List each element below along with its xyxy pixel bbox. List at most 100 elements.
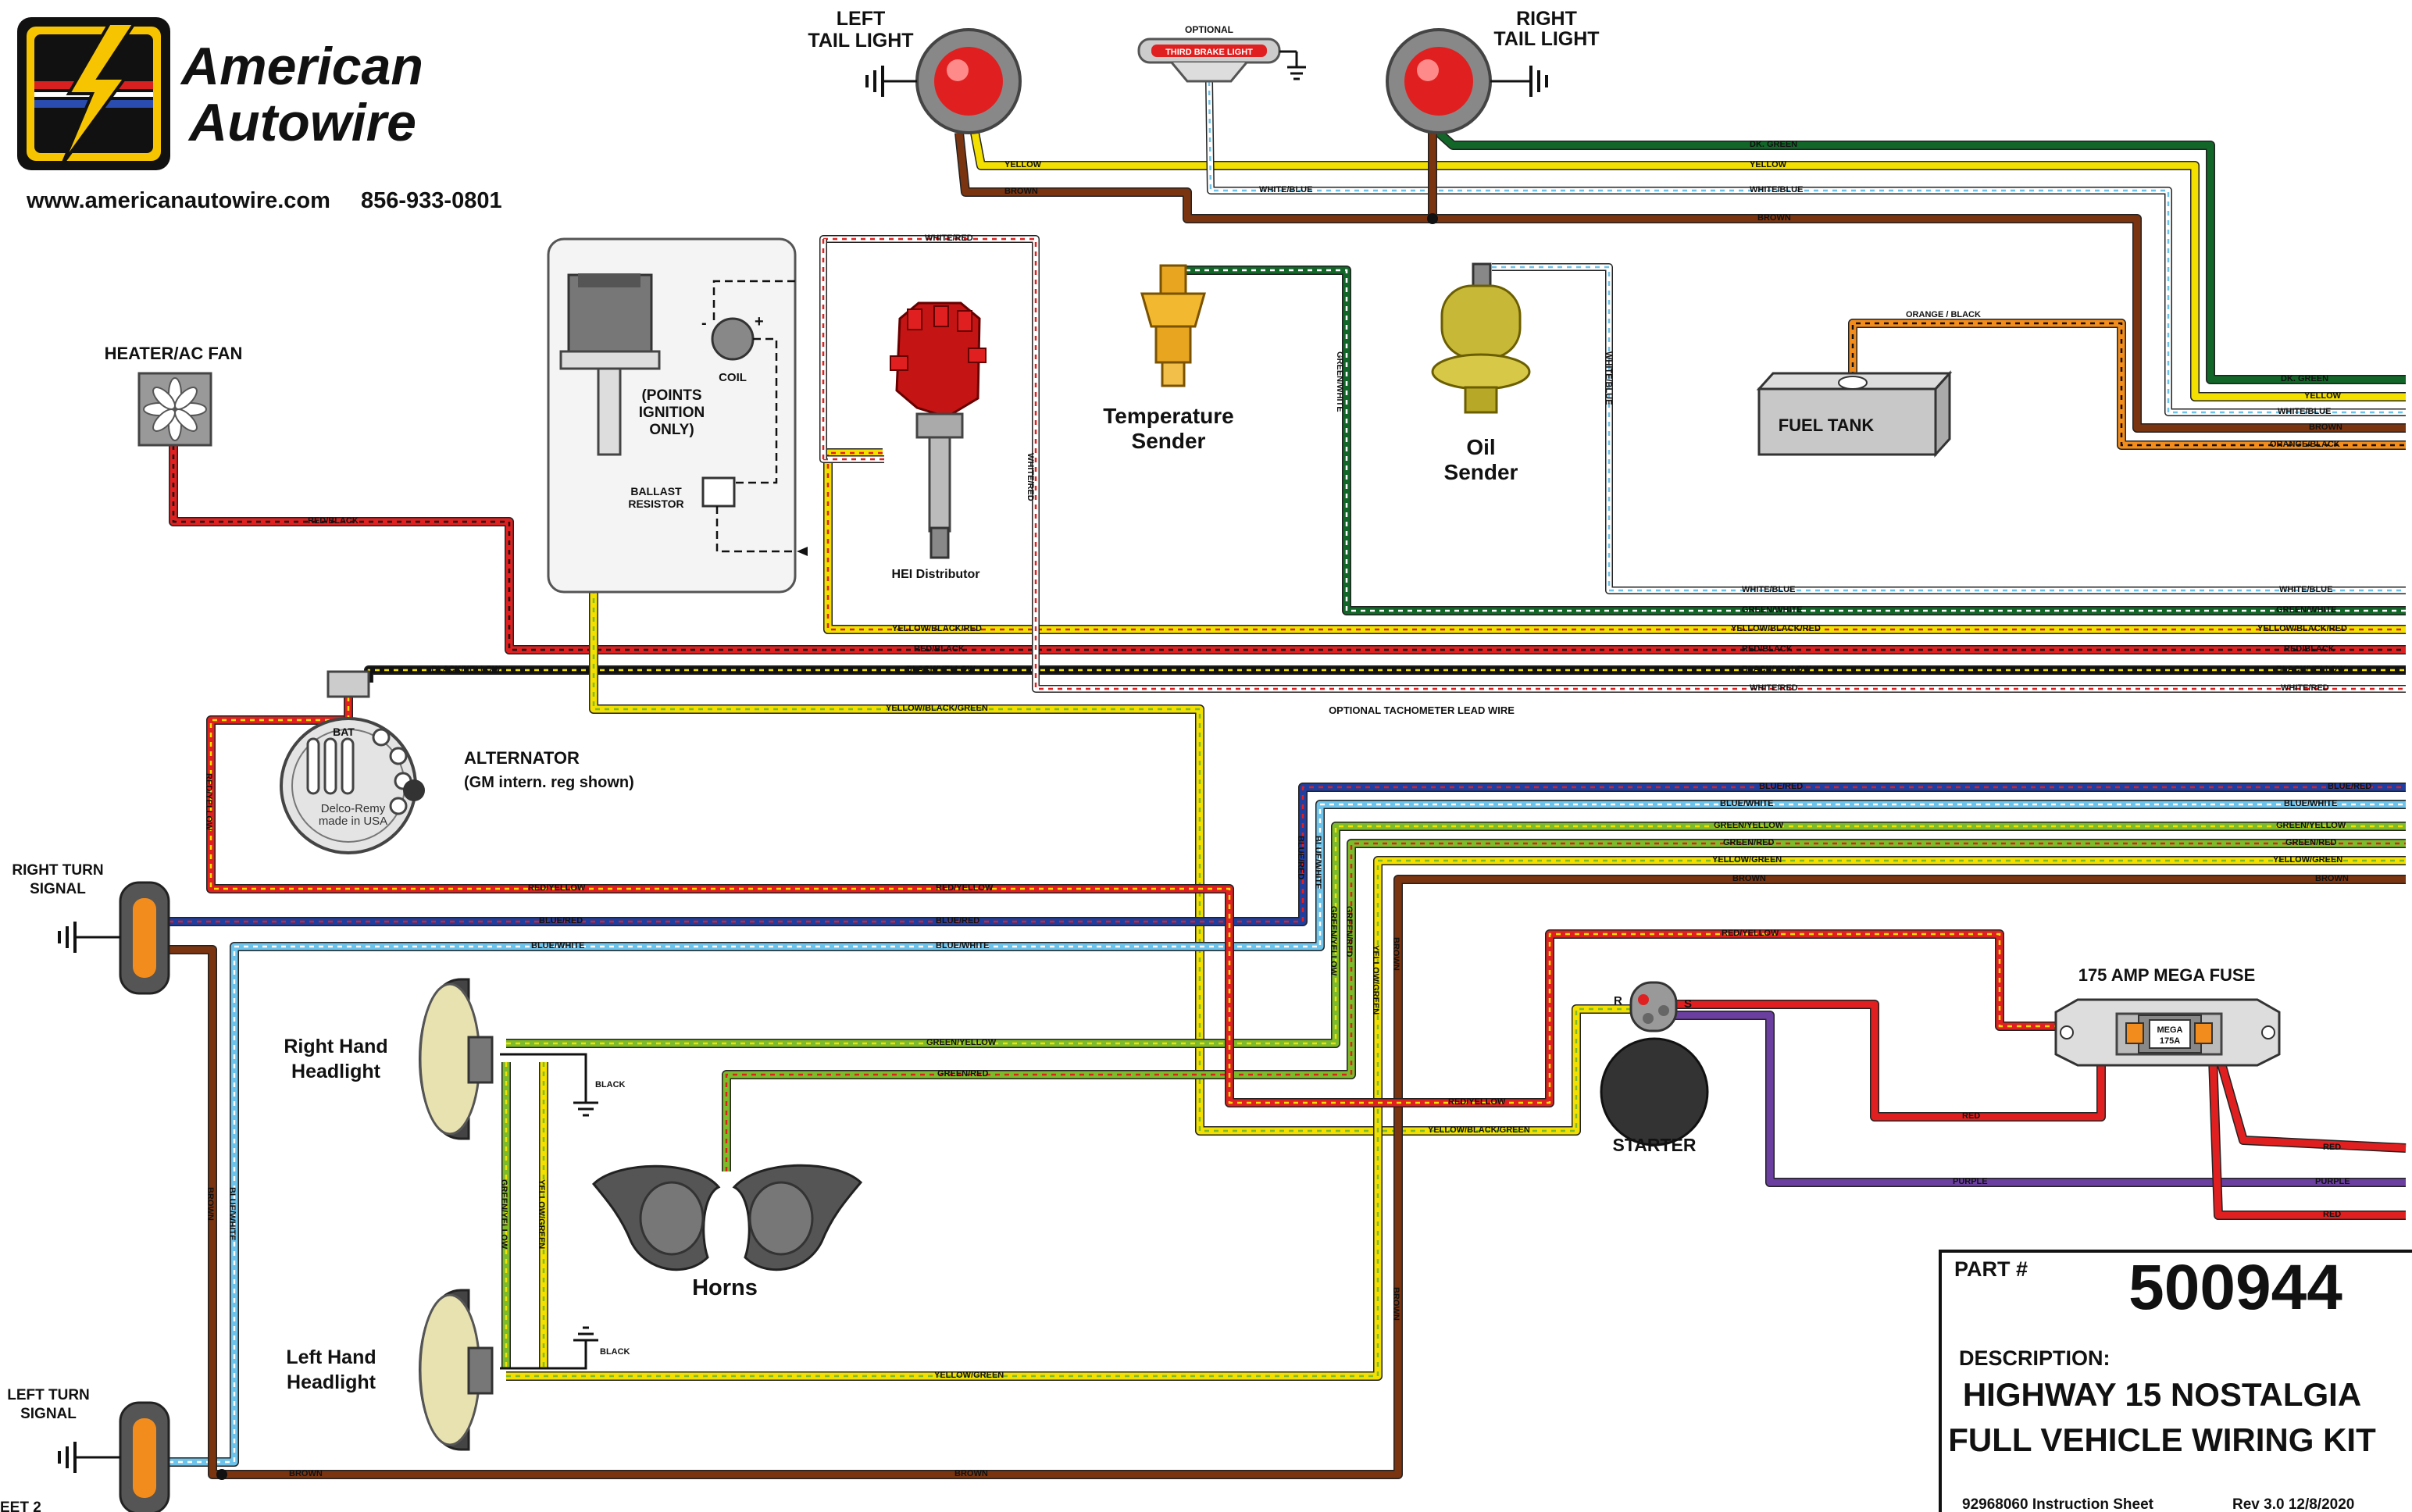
wl-yellow-r: YELLOW: [2304, 391, 2342, 401]
wl-black-yellow-3: BLACK/YELLOW: [1742, 665, 1811, 674]
wl-orange-black-r: ORANGE/BLACK: [2270, 440, 2340, 449]
horns-label: Horns: [692, 1275, 758, 1300]
wire-blue-white-front-tracer: [169, 803, 2406, 1464]
right-turn-signal-1: RIGHT TURN: [12, 862, 103, 879]
wire-red-starter-outline: [1672, 1000, 2106, 1122]
wl-brown-2: BROWN: [1004, 187, 1038, 196]
left-headlight-2: Headlight: [287, 1371, 376, 1393]
wire-label-black-1: BLACK: [595, 1080, 626, 1089]
right-turn-signal: RIGHT TURN SIGNAL: [12, 862, 170, 995]
wire-purple: [1672, 1011, 2406, 1186]
wire-green-yellow-tracer: [506, 825, 2406, 1045]
wl-blue-red-1: BLUE/RED: [539, 916, 583, 925]
vl-white-red: WHITE/RED: [1026, 453, 1035, 501]
starter-r: R: [1614, 994, 1622, 1007]
wire-black-yellow: [365, 666, 2406, 683]
brand-phone: 856-933-0801: [361, 188, 502, 213]
wire-yellow-green-outline: [506, 856, 2406, 1381]
mega-fuse: 175 AMP MEGA FUSE MEGA 175A: [2054, 965, 2281, 1067]
right-headlight-1: Right Hand: [284, 1036, 387, 1057]
alternator: BAT Delco-Remy made in USA ALTERNATOR (G…: [280, 670, 634, 854]
right-tail-light-label-2: TAIL LIGHT: [1493, 28, 1599, 50]
wl-white-blue-1: WHITE/BLUE: [1750, 185, 1803, 194]
vl-green-yellow: GREEN/YELLOW: [1329, 906, 1338, 976]
wl-red-yellow-2: RED/YELLOW: [936, 883, 994, 893]
third-brake-optional-label: OPTIONAL: [1185, 24, 1233, 35]
headlight-grounds: [500, 1053, 598, 1370]
wl-ybr-2: YELLOW/BLACK/RED: [892, 624, 982, 633]
heater-fan-label: HEATER/AC FAN: [105, 344, 243, 363]
wl-red-yellow-3: RED/YELLOW: [1448, 1097, 1506, 1107]
fuel-tank-label: FUEL TANK: [1779, 415, 1875, 435]
wire-yellow-green-tracer: [506, 859, 2406, 1378]
wire-brown-front: [169, 875, 2406, 1478]
vl-green-white: GREEN/WHITE: [1335, 351, 1344, 412]
wl-red-1: RED: [1962, 1111, 1980, 1121]
left-turn-signal: LEFT TURN SIGNAL EET 2: [0, 1387, 170, 1512]
wire-yellow-green: [506, 857, 2406, 1380]
starter-label: STARTER: [1613, 1135, 1697, 1155]
ignition-box: - + COIL (POINTS IGNITION ONLY) BALLAST …: [547, 237, 808, 594]
wire-green-white-tracer: [1186, 269, 2406, 612]
right-tail-light: RIGHT TAIL LIGHT: [1386, 8, 1600, 134]
vl-yg-hl: YELLOW/GREEN: [537, 1179, 546, 1249]
left-tail-light: LEFT TAIL LIGHT: [808, 8, 1022, 134]
wire-yellow-black-red: [824, 449, 2406, 633]
wl-blue-white-2: BLUE/WHITE: [936, 941, 989, 950]
right-tail-light-label-1: RIGHT: [1516, 8, 1577, 30]
starter: R S STARTER: [1600, 981, 1709, 1155]
wl-white-blue-rr: WHITE/BLUE: [2279, 585, 2332, 594]
wire-white-blue-rear-outline: [1205, 80, 2406, 416]
wl-dk-green: DK. GREEN: [1750, 140, 1797, 149]
wire-orange-black-tracer: [1851, 322, 2406, 447]
wl-red-black-3: RED/BLACK: [1742, 644, 1793, 654]
description-line2: FULL VEHICLE WIRING KIT: [1948, 1421, 2376, 1458]
wl-green-white: GREEN/WHITE: [1742, 605, 1803, 615]
wl-dk-green-r: DK. GREEN: [2281, 374, 2328, 383]
vl-blue-red: BLUE/RED: [1296, 836, 1305, 879]
brand-name-line1: American: [180, 37, 423, 96]
alternator-brand-2: made in USA: [319, 815, 387, 828]
left-headlight: Left Hand Headlight: [286, 1289, 494, 1451]
temperature-sender-1: Temperature: [1103, 404, 1234, 428]
horns: Horns: [591, 1164, 863, 1300]
vl-blue-white-l: BLUE/WHITE: [227, 1187, 237, 1240]
vl-blue-white: BLUE/WHITE: [1313, 836, 1322, 889]
wl-black-yellow-2: BLACK/YELLOW: [906, 665, 976, 674]
left-turn-signal-1: LEFT TURN: [7, 1387, 90, 1403]
brand-website: www.americanautowire.com: [26, 188, 330, 213]
wl-brown-r2: BROWN: [2315, 874, 2349, 883]
wire-label-black-2: BLACK: [600, 1347, 630, 1357]
right-headlight: Right Hand Headlight: [284, 978, 494, 1140]
hei-distributor-label: HEI Distributor: [892, 568, 980, 581]
wire-yellow-black-red-outline: [823, 448, 2406, 634]
wl-yellow-1: YELLOW: [1750, 160, 1787, 169]
alternator-bat-label: BAT: [333, 726, 355, 738]
oil-sender-1: Oil: [1466, 435, 1495, 459]
wl-yellow-2: YELLOW: [1004, 160, 1042, 169]
oil-sender-2: Sender: [1444, 460, 1518, 484]
wl-orange-black-top: ORANGE / BLACK: [1906, 310, 1981, 319]
wl-white-blue-r: WHITE/BLUE: [2278, 407, 2331, 416]
wire-white-blue-rear: [1206, 80, 2406, 415]
points-ignition-1: (POINTS: [641, 387, 701, 404]
wire-red-starter: [1672, 1000, 2105, 1121]
wire-red-black-tracer: [172, 445, 2406, 651]
wire-red-black: [169, 445, 2406, 654]
wl-red-black-1: RED/BLACK: [308, 516, 359, 526]
alternator-brand-1: Delco-Remy: [321, 802, 386, 815]
wl-green-white-rr: GREEN/WHITE: [2276, 605, 2337, 615]
wire-yellow-rear: [971, 132, 2406, 401]
temperature-sender-2: Sender: [1132, 429, 1206, 453]
wl-white-blue-oil: WHITE/BLUE: [1742, 585, 1795, 594]
fuel-tank: FUEL TANK: [1756, 370, 1953, 458]
wire-red-out-2: [2208, 1035, 2406, 1219]
wl-white-red-rr: WHITE/RED: [2281, 683, 2329, 693]
wl-red-black-rr: RED/BLACK: [2284, 644, 2335, 654]
vl-brown-l: BROWN: [205, 1187, 215, 1221]
vl-brown-f2: BROWN: [1391, 1287, 1400, 1321]
coil-label: COIL: [719, 371, 747, 384]
wire-white-red-tracer: [822, 237, 2406, 690]
wire-purple-outline: [1672, 1011, 2406, 1187]
wire-white-blue-rear-tracer: [1208, 80, 2406, 414]
